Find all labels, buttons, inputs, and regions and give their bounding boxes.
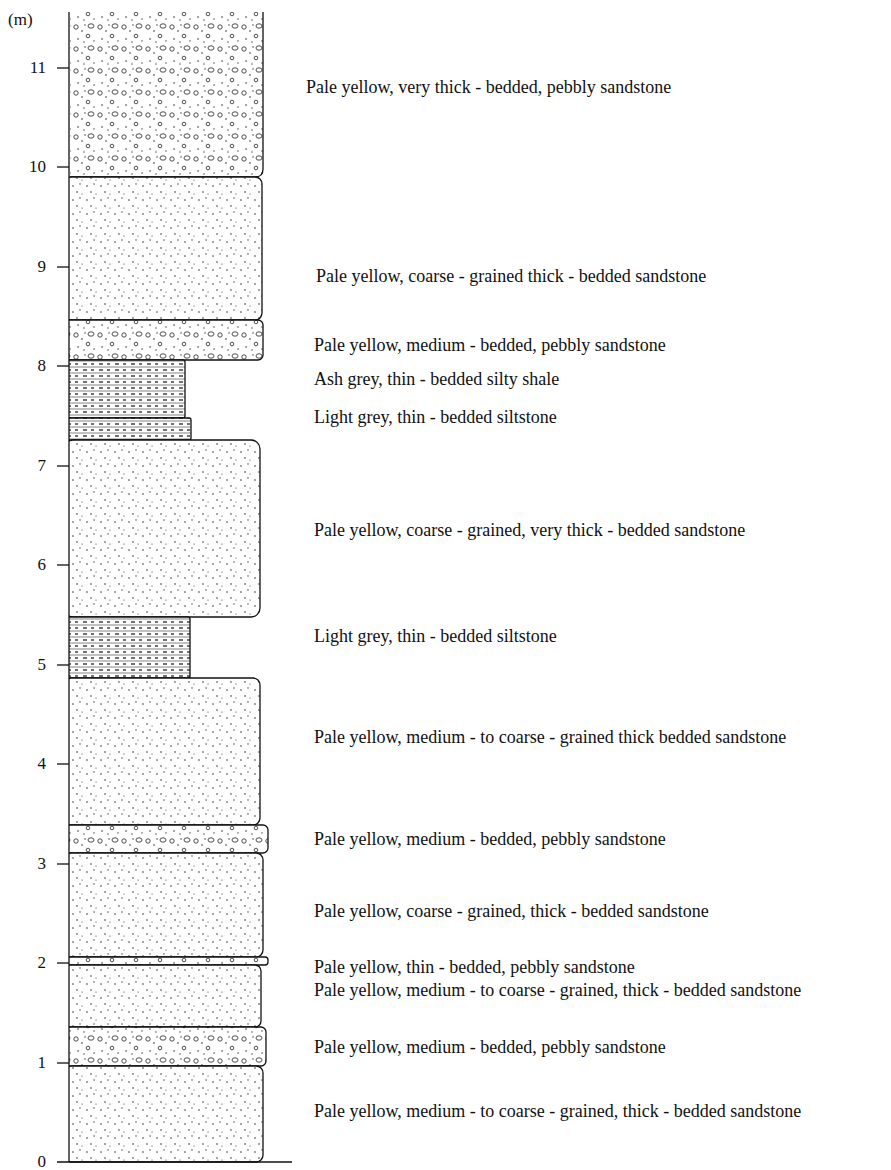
- bed-description: Pale yellow, medium - to coarse - graine…: [314, 981, 801, 1001]
- depth-number: 0: [38, 1153, 47, 1170]
- bed-description: Pale yellow, medium - bedded, pebbly san…: [314, 336, 666, 356]
- bed-description: Pale yellow, medium - bedded, pebbly san…: [314, 1038, 666, 1058]
- depth-axis: [57, 12, 292, 1162]
- depth-number: 11: [30, 59, 46, 78]
- sandstone-bed: [64, 177, 262, 320]
- axis-ground: [58, 10, 69, 1163]
- beds: [64, 12, 268, 1162]
- pebbly-sandstone-bed: [64, 957, 268, 965]
- bed-description: Light grey, thin - bedded siltstone: [314, 627, 557, 647]
- bed-description: Light grey, thin - bedded siltstone: [314, 408, 557, 428]
- depth-number: 8: [38, 357, 47, 376]
- sandstone-bed: [64, 1066, 263, 1162]
- bed-description: Pale yellow, coarse - grained, thick - b…: [314, 902, 709, 922]
- sandstone-bed: [64, 853, 263, 957]
- unit-label: (m): [8, 11, 33, 30]
- depth-number: 2: [38, 954, 47, 973]
- sandstone-bed: [64, 678, 260, 825]
- bed-description: Pale yellow, thin - bedded, pebbly sands…: [314, 958, 635, 978]
- bed-description: Pale yellow, medium - bedded, pebbly san…: [314, 830, 666, 850]
- pebbly-sandstone-bed: [64, 320, 263, 360]
- bed-description: Pale yellow, medium - to coarse - graine…: [314, 728, 786, 748]
- bed-outline: [70, 12, 263, 177]
- bed-description: Ash grey, thin - bedded silty shale: [314, 370, 559, 390]
- depth-number: 9: [38, 258, 47, 277]
- depth-number: 7: [38, 456, 47, 475]
- sandstone-bed: [64, 965, 261, 1027]
- depth-number: 10: [29, 158, 46, 177]
- depth-number: 5: [38, 655, 47, 674]
- sandstone-bed: [64, 440, 260, 617]
- bed-description: Pale yellow, coarse - grained, very thic…: [314, 521, 745, 541]
- bed-description: Pale yellow, medium - to coarse - graine…: [314, 1102, 801, 1122]
- pebbly-sandstone-bed: [64, 825, 268, 853]
- depth-number: 4: [38, 755, 47, 774]
- bed-description: Pale yellow, coarse - grained thick - be…: [316, 267, 706, 287]
- depth-number: 1: [38, 1053, 47, 1072]
- bed-description: Pale yellow, very thick - bedded, pebbly…: [306, 78, 671, 98]
- depth-number: 3: [38, 854, 47, 873]
- silty-shale-bed: [64, 360, 185, 418]
- pebbly-sandstone-bed: [64, 1027, 266, 1066]
- siltstone-bed: [64, 418, 191, 440]
- depth-number: 6: [38, 556, 47, 575]
- pebbly-sandstone-bed: [70, 12, 263, 177]
- siltstone-bed: [64, 617, 190, 678]
